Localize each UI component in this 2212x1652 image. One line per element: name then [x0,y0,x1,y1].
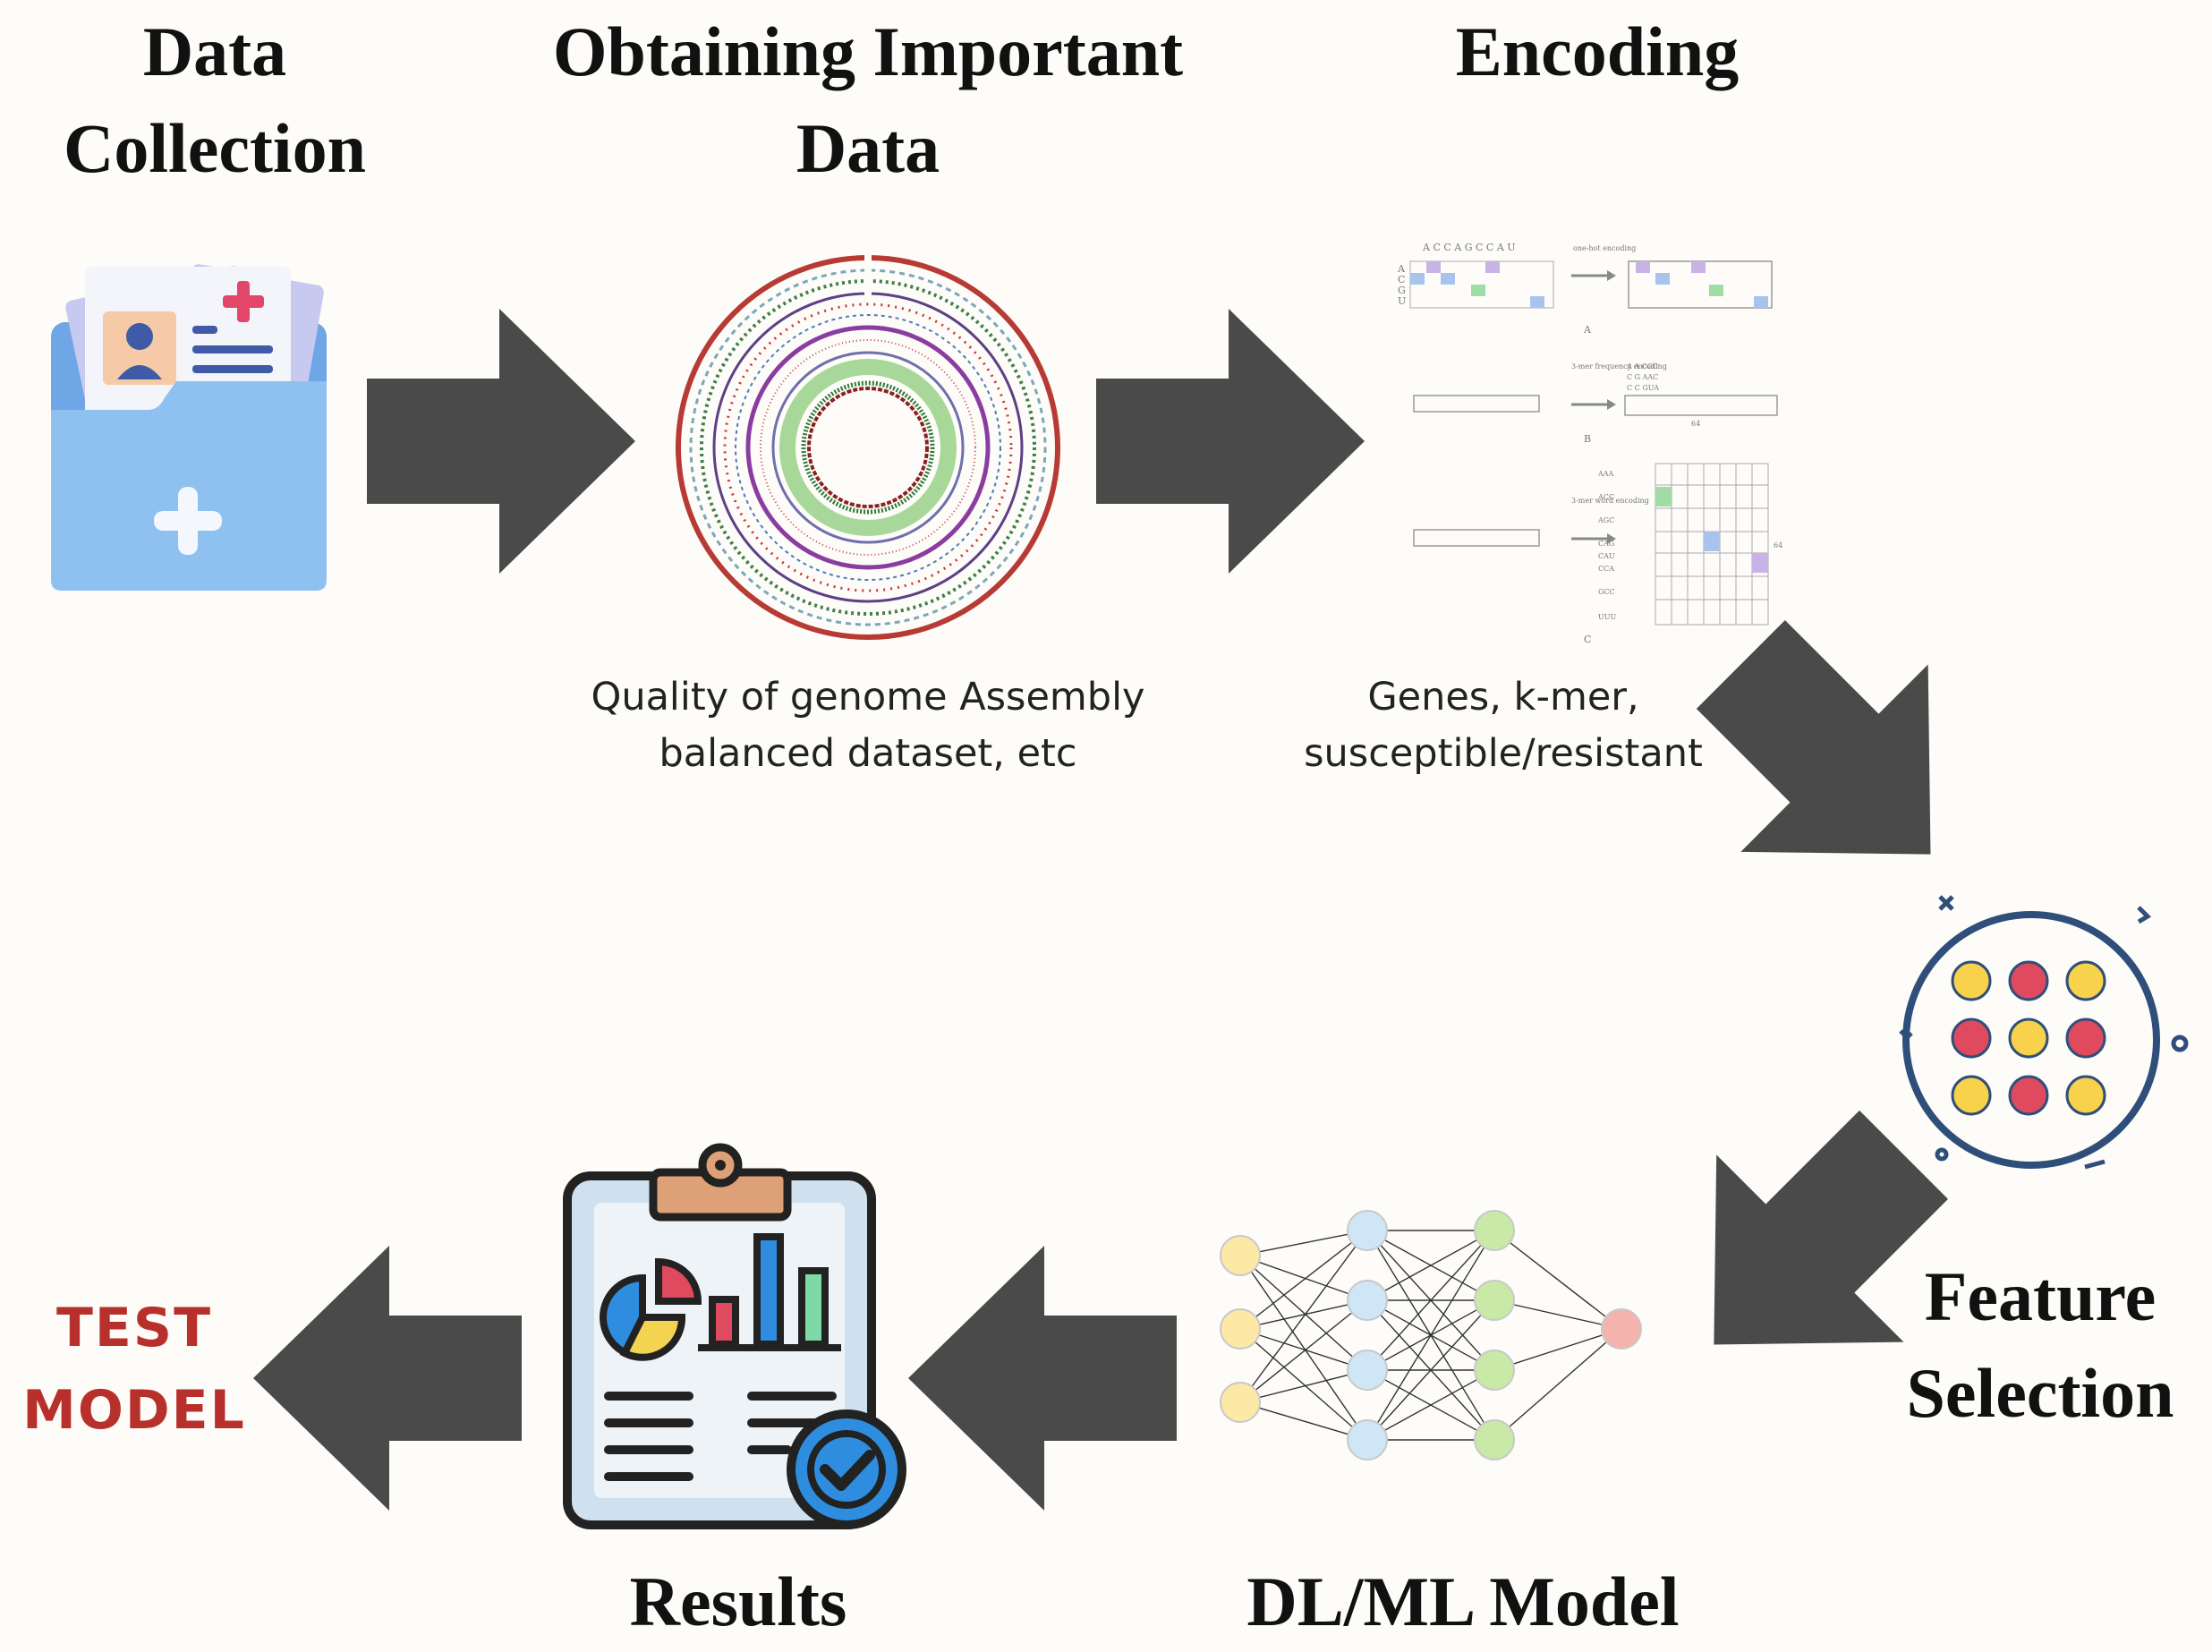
feature-selection-icon [1899,895,2189,1170]
caption-obtaining-data: Quality of genome Assembly balanced data… [537,669,1199,782]
base-u: U [1398,295,1406,307]
step-title-encoding: Encoding [1455,13,1740,90]
step-title-obtaining-data: Obtaining Important Data [519,4,1217,197]
kmer-row-cca: CCA [1598,565,1614,573]
title-line-2: Selection [1906,1354,2174,1432]
freq-col-row3: C C GUA [1627,384,1659,392]
step-title-data-collection: Data Collection [36,4,394,197]
kmer-row-gcc: GCC [1598,588,1615,596]
kmer-row-acc: ACC [1597,493,1614,501]
arrow-model-to-results [908,1246,1177,1511]
panel-b-label: B [1584,433,1591,445]
kmer-row-aaa: AAA [1597,470,1614,478]
base-c: C [1398,274,1405,285]
caption-line-1: Genes, k-mer, [1367,675,1639,720]
title-line-2: Collection [64,109,366,187]
caption-line-2: susceptible/resistant [1304,731,1703,776]
caption-encoding: Genes, k-mer, susceptible/resistant [1262,669,1745,782]
genome-circos-icon [676,249,1060,640]
caption-line-2: balanced dataset, etc [659,731,1077,776]
count-64-b: 64 [1691,420,1700,428]
freq-col-row1: A A CCC [1626,362,1658,370]
panel-a-label: A [1583,324,1592,336]
base-g: G [1398,285,1406,296]
freq-col-row2: C G AAC [1627,373,1658,381]
kmer-row-cau: CAU [1598,552,1615,560]
panel-c-label: C [1584,634,1591,645]
arrow-obtaining-to-encoding [1096,309,1365,574]
kmer-row-uuu: UUU [1598,613,1616,621]
count-64-c: 64 [1774,541,1782,549]
sequence-text: A C C A G C C A U [1422,242,1516,253]
step-title-feature-selection: Feature Selection [1870,1248,2210,1442]
title-line-1: Feature [1924,1257,2157,1335]
results-clipboard-icon [563,1143,906,1529]
base-a: A [1397,263,1406,275]
test-line-2: MODEL [22,1379,246,1442]
arrow-encoding-to-feature-selection [1696,620,1931,855]
arrow-collection-to-obtaining [367,309,635,574]
step-title-model: DL/ML Model [1246,1563,1680,1640]
arrow-results-to-test-model [253,1246,522,1511]
test-model-label: TEST MODEL [0,1287,268,1452]
test-line-1: TEST [55,1297,213,1359]
medical-folder-icon [51,264,327,591]
label-word: 3-mer word encoding [1571,497,1649,505]
step-title-results: Results [629,1563,847,1640]
arrow-feature-selection-to-model [1714,1110,1948,1345]
kmer-row-agc: AGC [1597,516,1614,524]
encoding-figure: A C C A G C C A U A C G U one-hot encodi… [1397,242,1782,645]
caption-line-1: Quality of genome Assembly [591,675,1145,720]
kmer-row-cag: CAG [1598,540,1614,548]
title-line-2: Data [795,109,940,187]
title-line-1: Obtaining Important [552,13,1184,90]
label-one-hot: one-hot encoding [1573,244,1636,252]
label-frequency: 3-mer frequency encoding [1571,362,1667,370]
title-line-1: Data [142,13,287,90]
neural-network-icon [1220,1210,1642,1460]
